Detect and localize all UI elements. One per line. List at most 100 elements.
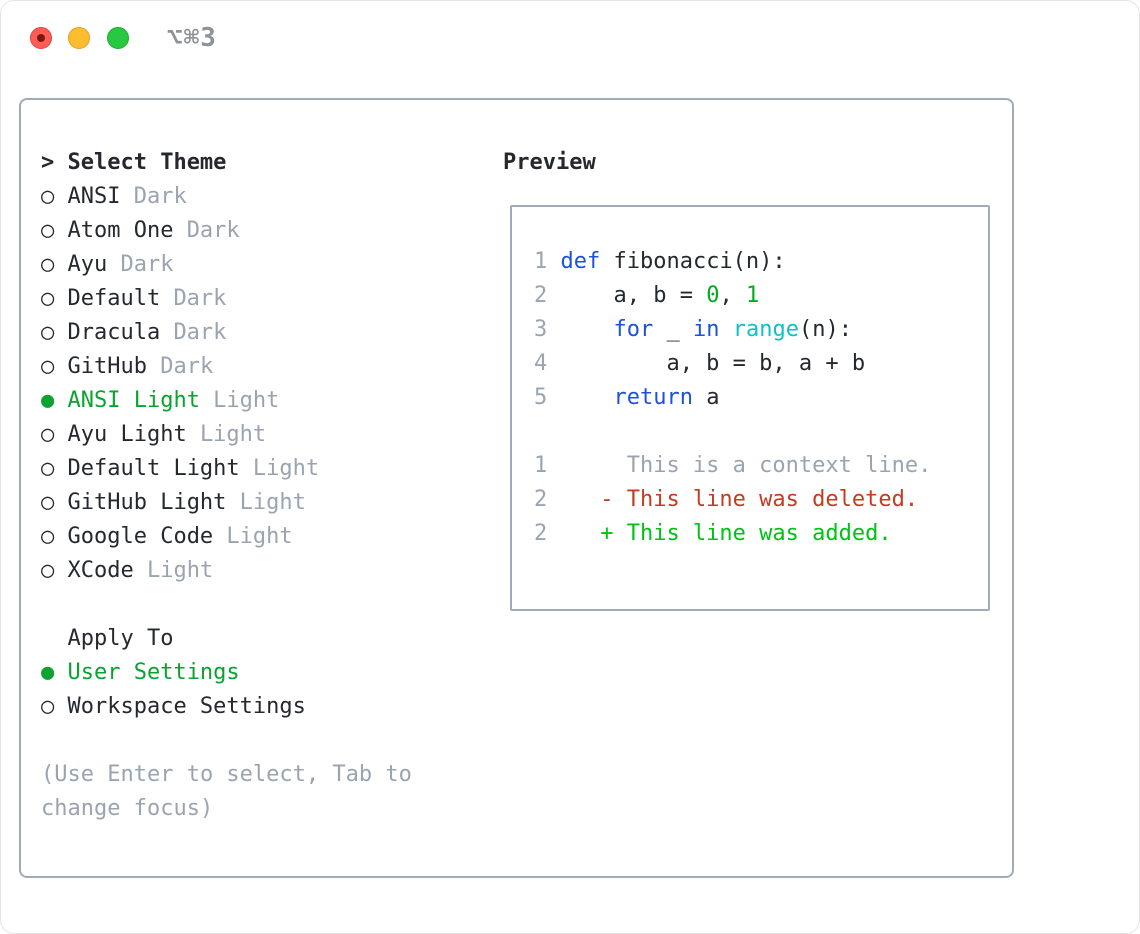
code-token: def: [560, 249, 601, 274]
radio-icon: ○: [41, 252, 55, 277]
theme-variant: Light: [199, 422, 267, 447]
line-number: 2: [534, 521, 548, 546]
code-token: fibonacci(n):: [600, 249, 786, 274]
theme-option[interactable]: ○ XCode Light: [41, 554, 412, 588]
line-number: 2: [534, 487, 548, 512]
radio-icon: ○: [41, 694, 55, 719]
theme-variant: Dark: [133, 184, 187, 209]
theme-name: Ayu: [67, 252, 108, 277]
code-token: 0: [706, 283, 720, 308]
theme-option[interactable]: ○ GitHub Dark: [41, 350, 412, 384]
theme-name: Default: [67, 286, 161, 311]
theme-option[interactable]: ○ Ayu Dark: [41, 248, 412, 282]
preview-box: 1 def fibonacci(n): 2 a, b = 0, 1 3 for _ i…: [510, 205, 990, 611]
theme-variant: Light: [226, 524, 293, 549]
code-token: a, b =: [560, 283, 707, 308]
theme-name: XCode: [67, 558, 134, 583]
theme-name: Atom One: [67, 218, 174, 243]
radio-icon: ○: [41, 558, 55, 583]
radio-selected-icon: ●: [41, 660, 55, 685]
theme-option[interactable]: ○ Ayu Light Light: [41, 418, 412, 452]
code-token: + This line was added.: [560, 521, 892, 546]
code-token: return: [613, 385, 693, 410]
radio-icon: ○: [41, 456, 55, 481]
titlebar: ⌥⌘3: [1, 1, 1139, 76]
code-line: 5 return a: [534, 381, 988, 415]
apply-to-title: Apply To: [67, 626, 174, 651]
theme-option[interactable]: ○ Google Code Light: [41, 520, 412, 554]
code-token: range: [732, 317, 799, 342]
code-line: 1 def fibonacci(n):: [534, 245, 988, 279]
window-title: ⌥⌘3: [167, 23, 217, 53]
code-token: [560, 385, 613, 410]
code-token: - This line was deleted.: [560, 487, 919, 512]
line-number: 1: [534, 453, 548, 478]
code-token: (n):: [798, 317, 852, 342]
diff-line: 2 + This line was added.: [534, 517, 988, 551]
apply-option-label: User Settings: [67, 660, 240, 685]
theme-name: ANSI: [67, 184, 121, 209]
theme-variant: Dark: [173, 320, 227, 345]
minimize-button[interactable]: [68, 27, 90, 49]
select-theme-header: > Select Theme: [41, 146, 412, 180]
theme-name: GitHub: [67, 354, 147, 379]
theme-name: Default Light: [67, 456, 240, 481]
diff-lines: 1 This is a context line.2 - This line w…: [534, 449, 988, 551]
theme-name: Dracula: [67, 320, 161, 345]
code-token: ,: [719, 283, 746, 308]
modified-dot-icon: [37, 34, 45, 42]
diff-line: 1 This is a context line.: [534, 449, 988, 483]
theme-name: Google Code: [67, 524, 214, 549]
line-number: 1: [534, 249, 548, 274]
theme-variant: Dark: [160, 354, 214, 379]
theme-variant: Light: [146, 558, 214, 583]
apply-list: ● User Settings ○ Workspace Settings: [41, 656, 412, 724]
zoom-button[interactable]: [107, 27, 129, 49]
line-number: 5: [534, 385, 548, 410]
apply-option[interactable]: ○ Workspace Settings: [41, 690, 412, 724]
help-line-1: (Use Enter to select, Tab to: [41, 762, 412, 787]
spacer: [41, 724, 412, 758]
preview-header: Preview: [503, 150, 596, 175]
radio-icon: ○: [41, 524, 55, 549]
apply-to-header: Apply To: [41, 622, 412, 656]
radio-icon: ○: [41, 422, 55, 447]
code-token: a: [692, 385, 720, 410]
spacer: [41, 588, 412, 622]
select-theme-title: Select Theme: [67, 150, 227, 175]
line-number: 4: [534, 351, 548, 376]
theme-variant: Dark: [120, 252, 174, 277]
apply-option[interactable]: ● User Settings: [41, 656, 412, 690]
line-number: 3: [534, 317, 548, 342]
theme-name: Ayu Light: [67, 422, 187, 447]
apply-option-label: Workspace Settings: [67, 694, 306, 719]
code-token: for: [613, 317, 654, 342]
prompt-icon: >: [41, 150, 55, 175]
theme-name: GitHub Light: [67, 490, 227, 515]
code-token: [719, 317, 732, 342]
radio-icon: ○: [41, 218, 55, 243]
theme-variant: Light: [239, 490, 306, 515]
diff-line: 2 - This line was deleted.: [534, 483, 988, 517]
code-line: 3 for _ in range(n):: [534, 313, 988, 347]
radio-icon: ○: [41, 354, 55, 379]
close-button[interactable]: [30, 27, 52, 49]
theme-name: ANSI Light: [67, 388, 200, 413]
radio-selected-icon: ●: [41, 388, 55, 413]
code-token: This is a context line.: [560, 453, 932, 478]
code-line: 4 a, b = b, a + b: [534, 347, 988, 381]
help-line-2: change focus): [41, 796, 214, 821]
code-token: [560, 317, 613, 342]
